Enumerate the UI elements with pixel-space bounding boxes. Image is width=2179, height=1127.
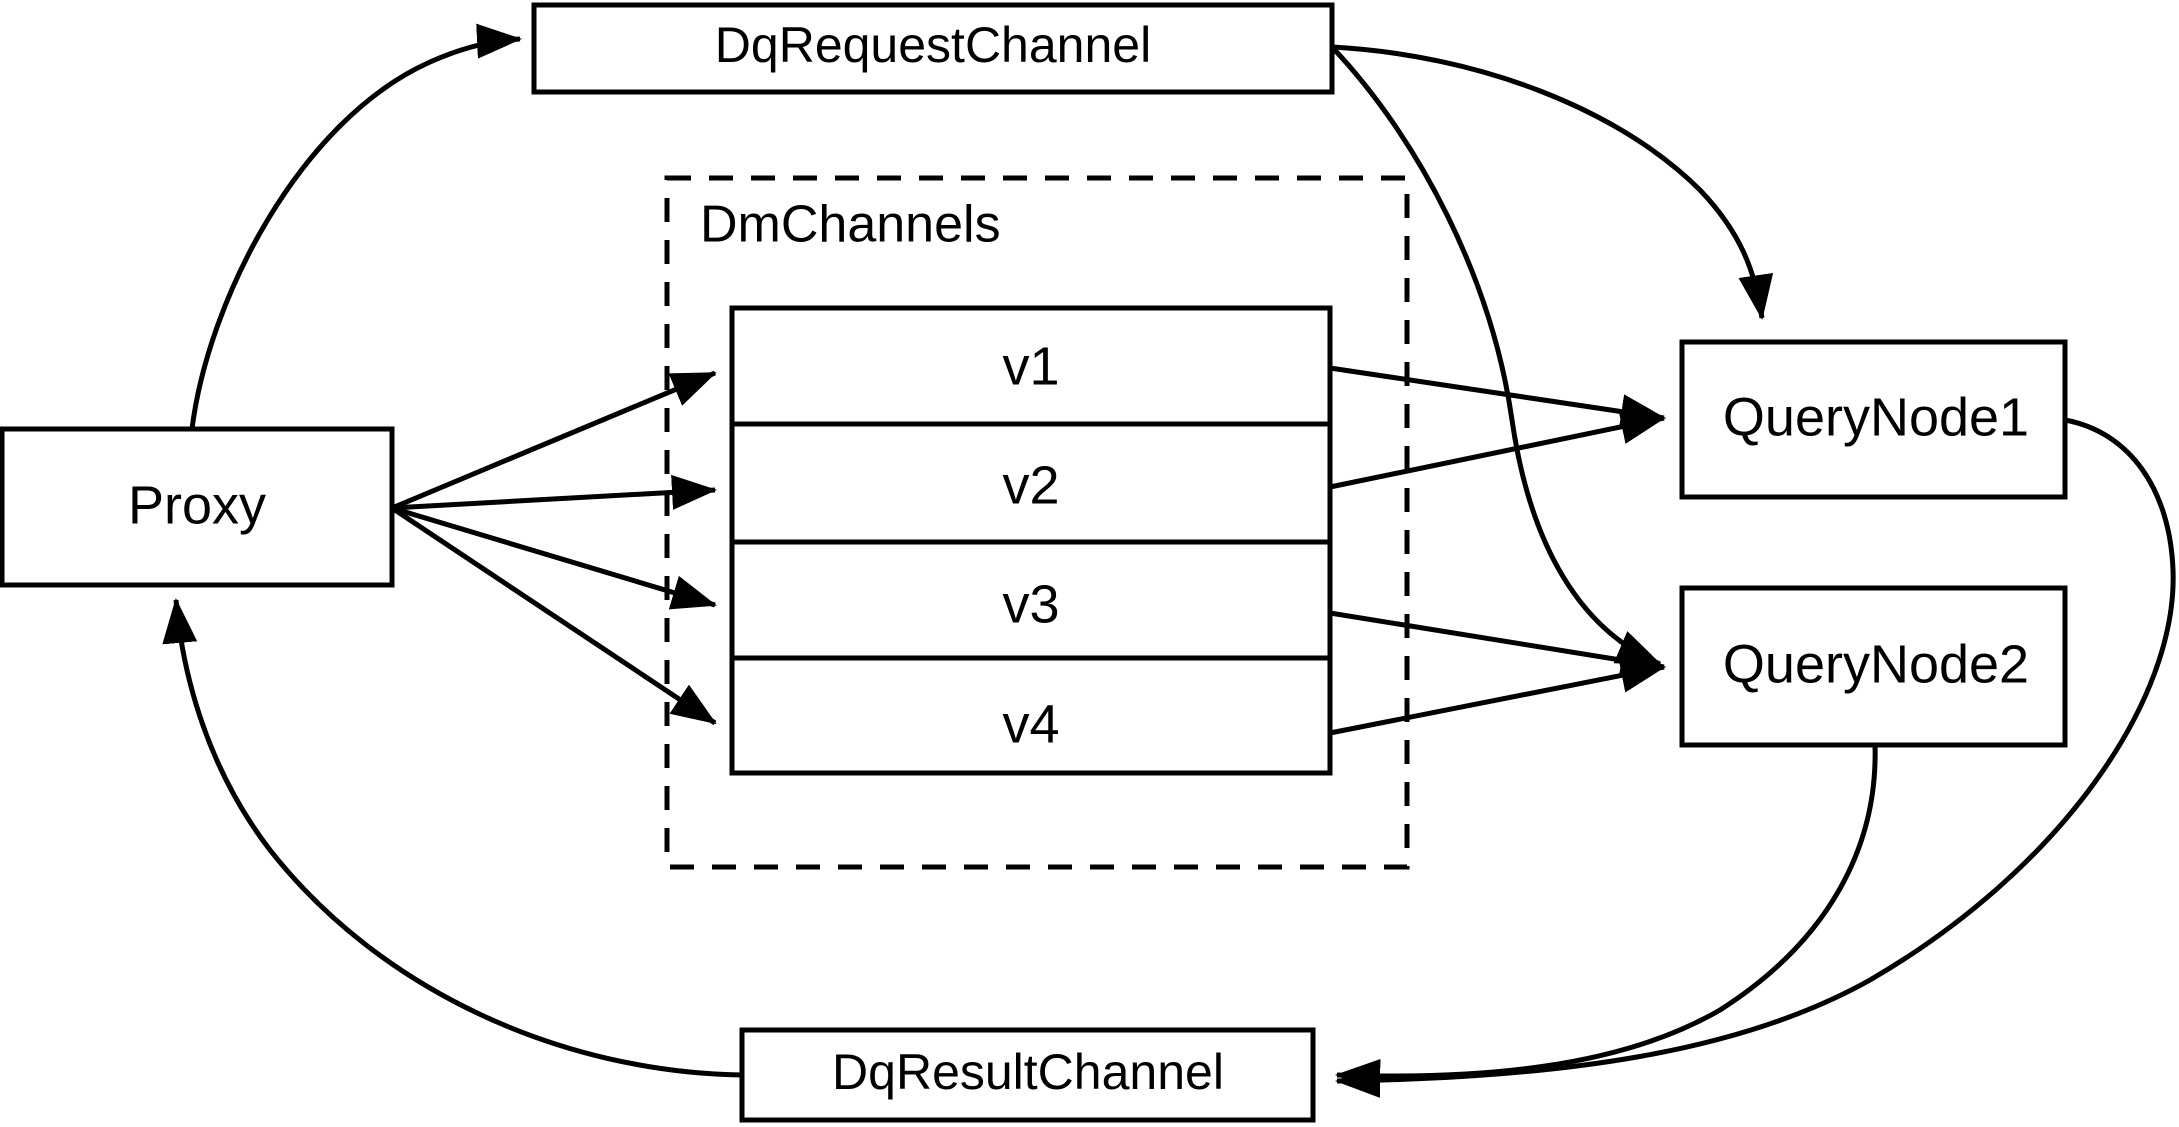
node-dq-result-channel[interactable]: DqResultChannel	[739, 1027, 1316, 1123]
query-node-2-label: QueryNode2	[1723, 634, 2029, 694]
edge-dq-request-channel-to-query-node-1	[1331, 44, 1774, 320]
channel-row-v4-label: v4	[1002, 694, 1059, 754]
edge-v4-to-query-node-2	[1329, 658, 1666, 736]
group-dm-channels[interactable]: DmChannels	[664, 175, 1410, 870]
channel-row-v3-label: v3	[1002, 574, 1059, 634]
channel-row-v4[interactable]	[732, 658, 1330, 773]
edge-proxy-to-v1	[391, 370, 717, 511]
dq-request-channel-box[interactable]	[531, 2, 1335, 95]
edge-v2-to-query-node-1	[1329, 409, 1666, 490]
edge-proxy-to-v3	[391, 505, 717, 610]
query-node-1-label: QueryNode1	[1723, 387, 2029, 447]
node-query-node-1[interactable]: QueryNode1	[1679, 339, 2068, 500]
channel-row-v3[interactable]	[732, 542, 1330, 658]
edge-proxy-to-v4	[390, 505, 717, 726]
dq-result-channel-label: DqResultChannel	[832, 1044, 1224, 1100]
edge-v1-to-query-node-1	[1329, 365, 1666, 429]
node-proxy[interactable]: Proxy	[0, 426, 395, 588]
channel-row-v2[interactable]	[732, 424, 1330, 542]
query-node-2-box[interactable]	[1679, 585, 2068, 748]
dq-request-channel-label: DqRequestChannel	[715, 17, 1151, 73]
edge-proxy-to-v2	[391, 474, 717, 511]
channel-row-v1[interactable]	[732, 308, 1330, 424]
dm-channels-label: DmChannels	[700, 196, 1001, 254]
query-node-1-box[interactable]	[1679, 339, 2068, 500]
channel-row-v1-label: v1	[1002, 336, 1059, 396]
proxy-box[interactable]	[0, 426, 395, 588]
node-query-node-2[interactable]: QueryNode2	[1679, 585, 2068, 748]
dq-result-channel-box[interactable]	[739, 1027, 1316, 1123]
edge-dq-request-channel-to-query-node-2	[1330, 45, 1662, 667]
edge-proxy-to-dq-request-channel	[189, 23, 522, 430]
channel-row-v2-label: v2	[1002, 455, 1059, 515]
edge-v3-to-query-node-2	[1329, 610, 1666, 678]
edge-query-node-1-to-dq-result-channel	[1335, 417, 2176, 1098]
edge-query-node-2-to-dq-result-channel	[1335, 744, 1878, 1094]
channel-stack: v1 v2 v3 v4	[729, 305, 1333, 776]
proxy-label: Proxy	[128, 475, 266, 535]
node-dq-request-channel[interactable]: DqRequestChannel	[531, 2, 1335, 95]
edge-dq-result-channel-to-proxy	[162, 598, 743, 1078]
